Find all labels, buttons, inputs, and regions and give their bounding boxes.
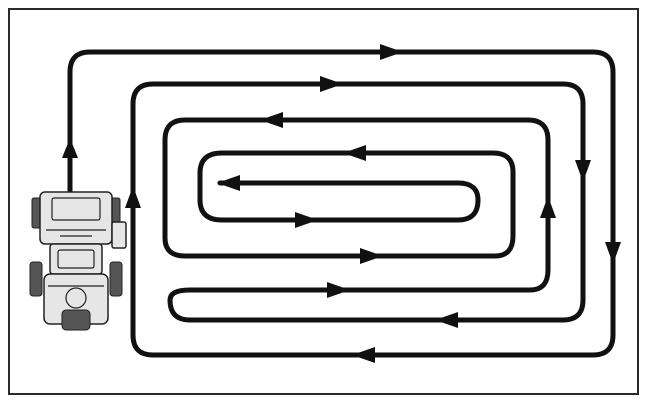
tractor-icon [29, 191, 127, 331]
arrowhead-icon-down-right-outer [605, 242, 621, 264]
arrowhead-icon-up-second [125, 186, 141, 208]
arrowhead-icon-right-inner-bottom [295, 212, 318, 228]
arrowhead-icon-up-third [540, 196, 556, 218]
arrowhead-icon-left-bottom-outer [352, 347, 375, 363]
arrowhead-icon-right-third-bottom [327, 282, 350, 298]
direction-arrows [62, 44, 621, 363]
arrowhead-icon-up-left-outer [62, 138, 78, 158]
arrowhead-icon-down-second [575, 160, 591, 182]
arrowhead-icon-right-second [320, 76, 343, 92]
arrowhead-icon-right-top-outer [380, 44, 403, 60]
route-second-loop [130, 81, 586, 323]
arrowhead-icon-left-inner-end [217, 175, 240, 191]
arrowhead-icon-left-third-top [260, 112, 283, 128]
arrowhead-icon-left-second-bottom [435, 312, 458, 328]
arrowhead-icon-left-fourth-top [343, 145, 366, 161]
route-outer-loop [67, 49, 616, 358]
arrowhead-icon-right-fourth-bottom [360, 248, 383, 264]
